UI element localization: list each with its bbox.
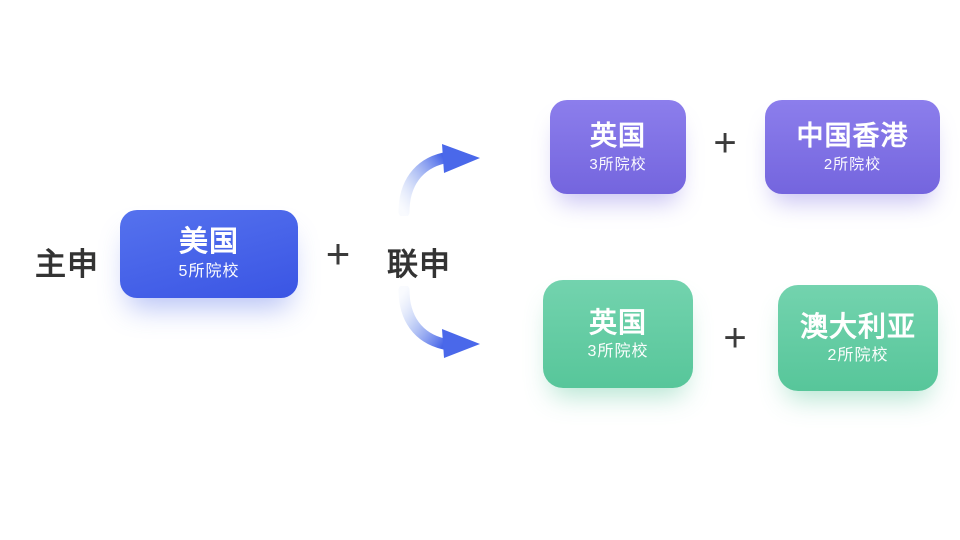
bottom-option-card2-school-count: 2所院校	[827, 346, 889, 364]
curved-arrow-down-icon	[398, 286, 480, 358]
top-option-card2-country: 中国香港	[796, 120, 909, 151]
top-option-card1-country: 英国	[590, 120, 646, 151]
plus-sign-main: +	[325, 230, 351, 277]
top-option-card-hongkong: 中国香港 2所院校	[765, 100, 940, 194]
main-card-country: 美国	[178, 226, 239, 258]
bottom-option-card1-school-count: 3所院校	[587, 342, 649, 360]
top-option-card2-school-count: 2所院校	[823, 155, 882, 173]
curved-arrow-up-icon	[398, 144, 480, 216]
bottom-option-card-australia: 澳大利亚 2所院校	[778, 285, 938, 391]
top-option-card1-school-count: 3所院校	[589, 155, 647, 173]
bottom-option-card-uk: 英国 3所院校	[543, 280, 693, 388]
main-application-label: 主申	[35, 247, 99, 282]
plus-sign-top-row: +	[713, 121, 737, 165]
joint-application-label: 联申	[387, 247, 451, 282]
bottom-option-card1-country: 英国	[588, 306, 647, 338]
bottom-option-card2-country: 澳大利亚	[799, 310, 916, 342]
main-card-school-count: 5所院校	[178, 263, 240, 280]
main-country-card-usa: 美国 5所院校	[120, 210, 298, 298]
plus-sign-bottom-row: +	[723, 316, 747, 360]
top-option-card-uk: 英国 3所院校	[550, 100, 686, 194]
